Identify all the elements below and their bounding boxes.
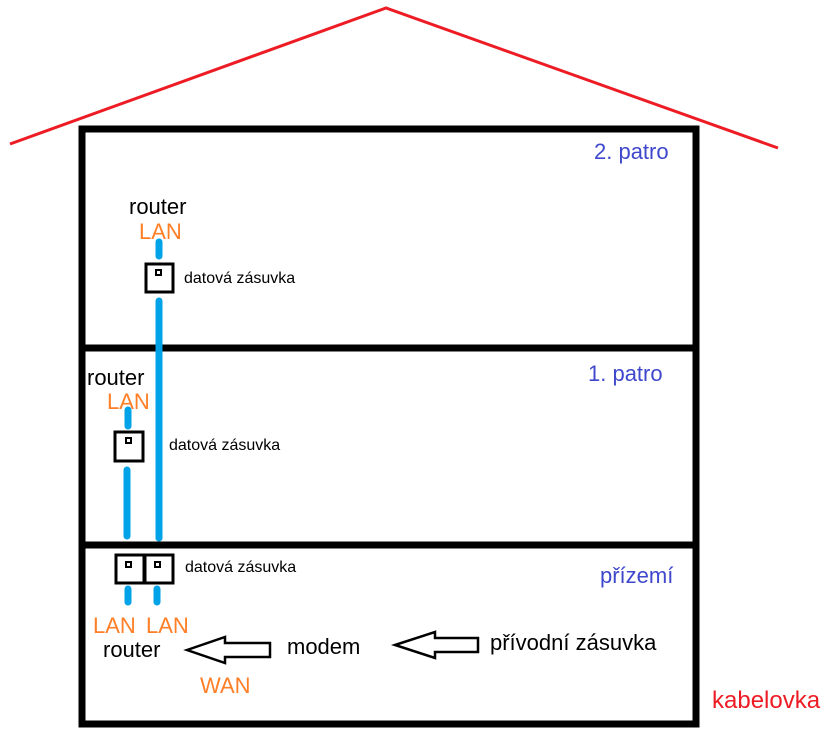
socket-top-label: datová zásuvka — [184, 270, 296, 287]
lan-middle-label: LAN — [107, 389, 150, 414]
lan-top-label: LAN — [139, 219, 182, 244]
roof — [9, 6, 779, 150]
floor-label-ground: přízemí — [600, 563, 674, 588]
socket-ground-label: datová zásuvka — [185, 559, 297, 576]
modem-label: modem — [287, 634, 361, 659]
arrow-inlet-to-modem-icon — [390, 630, 480, 660]
wan-label: WAN — [200, 673, 251, 698]
socket-ground-left-icon — [114, 553, 146, 585]
socket-top-icon — [144, 262, 175, 294]
socket-middle-icon — [113, 430, 145, 463]
inlet-socket-label: přívodní zásuvka — [490, 630, 657, 655]
socket-middle-label: datová zásuvka — [169, 437, 281, 454]
router-middle-label: router — [87, 365, 145, 390]
floor-label-1: 1. patro — [588, 361, 663, 386]
router-ground-label: router — [103, 637, 161, 662]
socket-ground-right-icon — [143, 553, 175, 585]
lan-ground-left-label: LAN — [93, 613, 136, 638]
floor-label-2: 2. patro — [594, 139, 669, 164]
router-top-label: router — [129, 194, 187, 219]
provider-label: kabelovka — [712, 687, 821, 714]
arrow-modem-to-router-icon — [183, 635, 272, 665]
lan-ground-right-label: LAN — [146, 613, 189, 638]
house-outline — [78, 125, 700, 728]
